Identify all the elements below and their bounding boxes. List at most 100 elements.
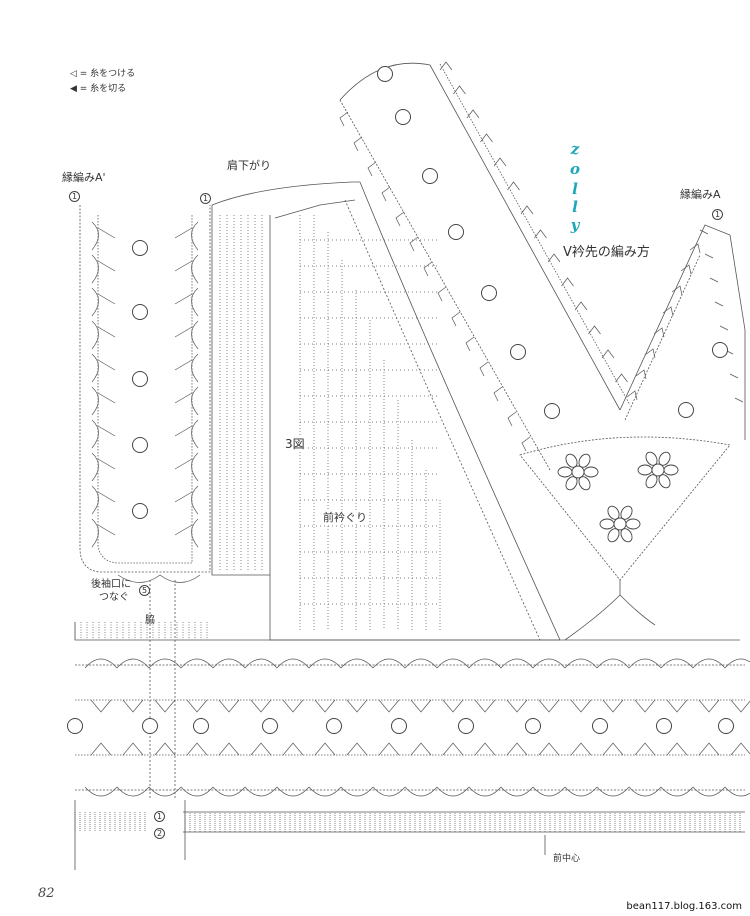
band-stitch [154,742,176,756]
right-strip-inner [624,254,701,421]
left-scallop [91,353,99,383]
right-strip-picot [635,369,647,380]
watermark-letter: l [572,180,578,198]
band-stitch [442,742,464,756]
left-stitch [97,491,193,503]
band-stitch [506,699,528,713]
right-strip-picot [689,243,701,254]
band-scallop [692,658,726,669]
v-strip-stitch [507,411,517,427]
watermark-letter: y [570,216,580,234]
left-stitch [97,359,193,371]
motif-circle [481,285,497,301]
label-front-neckline: 前衿ぐり [322,511,368,524]
right-strip-picot [680,264,692,275]
left-scallop [91,485,99,515]
label-edging-a: 縁編みA [680,188,721,201]
right-strip-picot [644,348,656,359]
v-strip-picot [453,85,466,95]
flower-tail [564,580,656,641]
v-strip-edge [439,63,631,406]
right-strip-stitch [729,373,739,379]
band-stitch [698,699,720,713]
band-stitch [282,699,304,713]
body-top [274,199,356,219]
band-stitch [122,699,144,713]
band-scallop [212,786,246,797]
motif-circle [656,718,672,734]
legend-attach-label: ◁ = 糸をつける [70,69,136,79]
left-stitch [97,392,193,404]
left-scallop [91,320,99,350]
motif-circle [193,718,209,734]
left-stitch [97,524,193,536]
v-strip-outer [339,62,621,411]
label-v-neck-title: V衿先の編み方 [563,245,650,260]
band-stitch [154,699,176,713]
motif-circle [132,503,148,519]
v-strip-stitch [339,111,349,127]
left-stitch [97,425,193,437]
label-join-back-armhole-1: 後袖口に [91,579,131,590]
label-shoulder-decrease: 肩下がり [227,159,271,172]
right-strip-stitch [704,253,714,259]
motif-circle [448,224,464,240]
band-scallop [532,658,566,669]
v-strip-stitch [395,211,405,227]
motif-circle [592,718,608,734]
band-scallop [372,658,406,669]
neckline-diagonal [359,181,561,641]
band-stitch [730,699,750,713]
band-stitch [186,699,208,713]
band-stitch [250,699,272,713]
left-scallop [91,452,99,482]
chart-outlines [74,62,746,870]
flower-triangle [519,436,731,581]
left-bottom-scallop [117,574,201,583]
motif-circle [67,718,83,734]
right-strip-picot [626,390,638,401]
band-stitch [218,742,240,756]
band-stitch [698,742,720,756]
right-strip-picot [662,306,674,317]
left-scallop [91,518,99,548]
row-marker-left-top: 1 [69,191,80,202]
band-stitch [730,742,750,756]
right-strip-stitch [734,397,744,403]
band-stitch [346,742,368,756]
right-strip-stitch [699,229,709,235]
band-scallop [532,786,566,797]
left-scallop [91,386,99,416]
v-strip-picot [480,133,493,143]
band-stitch [90,699,112,713]
band-scallop [500,786,534,797]
v-strip-picot [507,181,520,191]
band-scallop [276,658,310,669]
left-strip-outline [79,205,211,573]
flower-petal [583,466,599,478]
chart-flower-motifs [557,451,679,543]
band-stitch [90,742,112,756]
band-scallop [724,786,750,797]
left-scallop [191,320,199,350]
band-stitch [506,742,528,756]
v-strip-stitch [353,136,363,152]
band-stitch [314,699,336,713]
v-strip-picot [547,253,561,263]
v-strip-picot [520,205,534,215]
motif-circle [391,718,407,734]
page-number: 82 [38,886,55,901]
left-scallop [191,353,199,383]
flower-center [651,463,665,477]
row-marker-bottom-2: 2 [154,828,165,839]
band-scallop [628,658,662,669]
v-strip-picot [534,229,547,239]
motif-circle [525,718,541,734]
band-scallop [564,658,598,669]
band-stitch [410,699,432,713]
band-scallop [500,658,534,669]
legend-attach: ◁ = 糸をつける [70,66,135,79]
band-stitch [634,742,656,756]
v-strip-picot [588,325,601,335]
v-strip-stitch [451,311,461,327]
